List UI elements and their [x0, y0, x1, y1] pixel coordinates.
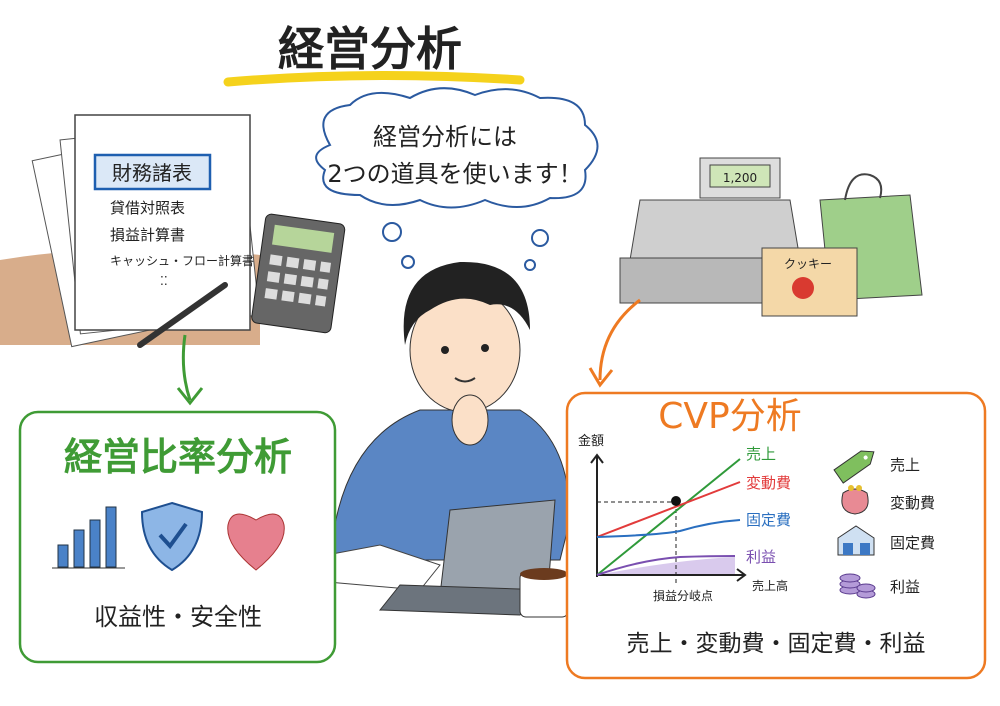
legend-label: 変動費	[890, 494, 935, 512]
pen-icon	[137, 282, 228, 348]
ratio-analysis-caption: 収益性・安全性	[94, 603, 262, 631]
statement-item: ⁚⁚	[160, 274, 168, 288]
break-even-label: 損益分岐点	[653, 588, 713, 603]
page-title: 経営分析	[278, 22, 462, 76]
legend-label: 利益	[890, 578, 920, 596]
register-display: 1,200	[723, 171, 757, 185]
ratio-analysis-panel: 経営比率分析 収益性・安全性	[18, 410, 337, 664]
speech-bubble: 経営分析には 2つの道具を使います！	[315, 87, 599, 271]
bubble-line-1: 経営分析には	[373, 123, 517, 151]
y-axis-label: 金額	[578, 433, 604, 449]
legend-label: 固定費	[890, 534, 935, 552]
cookie-box-label: クッキー	[784, 257, 832, 271]
cvp-analysis-title: CVP分析	[658, 396, 801, 437]
price-tag-icon	[833, 450, 875, 484]
bar-chart-icon	[52, 506, 125, 569]
line-label-fixed: 固定費	[746, 511, 791, 529]
arrow-down-icon	[176, 334, 204, 406]
coin-purse-icon	[841, 485, 869, 515]
profit-line	[596, 555, 736, 576]
bubble-line-2: 2つの道具を使います！	[327, 160, 582, 188]
statement-item: キャッシュ・フロー計算書	[110, 253, 254, 268]
statement-header-box	[93, 153, 212, 191]
x-axis-label: 売上高	[752, 578, 788, 593]
cvp-caption: 売上・変動費・固定費・利益	[627, 631, 926, 657]
heart-icon	[227, 513, 285, 571]
cvp-chart: 金額 売上 変動費 固定費 利益 売上高 損益分岐点	[578, 433, 791, 603]
profit-area	[597, 557, 735, 575]
line-label-profit: 利益	[746, 548, 776, 566]
variable-cost-line	[596, 481, 741, 538]
calculator-icon	[251, 213, 346, 334]
shield-check-icon	[140, 501, 204, 572]
statement-item: 損益計算書	[110, 226, 185, 244]
line-label-variable: 変動費	[746, 474, 791, 492]
ratio-analysis-title: 経営比率分析	[64, 435, 292, 479]
coin-stack-icon	[839, 573, 876, 599]
arrow-down-icon	[588, 298, 641, 388]
financial-statements: 財務諸表 貸借対照表 損益計算書 キャッシュ・フロー計算書 ⁚⁚	[31, 114, 260, 348]
break-even-point	[671, 496, 681, 506]
cookie-box-icon: クッキー	[761, 247, 858, 317]
line-label-sales: 売上	[746, 445, 776, 463]
title: 経営分析	[223, 22, 525, 87]
building-icon	[837, 525, 875, 556]
cvp-legend: 売上 変動費 固定費 利益	[833, 450, 935, 599]
fixed-cost-line	[596, 519, 741, 538]
statement-item: 貸借対照表	[110, 199, 185, 217]
statement-header: 財務諸表	[112, 161, 192, 185]
coffee-cup-icon	[519, 568, 569, 618]
cvp-analysis-panel: CVP分析 金額 売上 変動費 固定費 利益 売上高 損益分岐点	[565, 391, 987, 680]
legend-label: 売上	[890, 456, 920, 474]
sales-line	[596, 458, 741, 576]
